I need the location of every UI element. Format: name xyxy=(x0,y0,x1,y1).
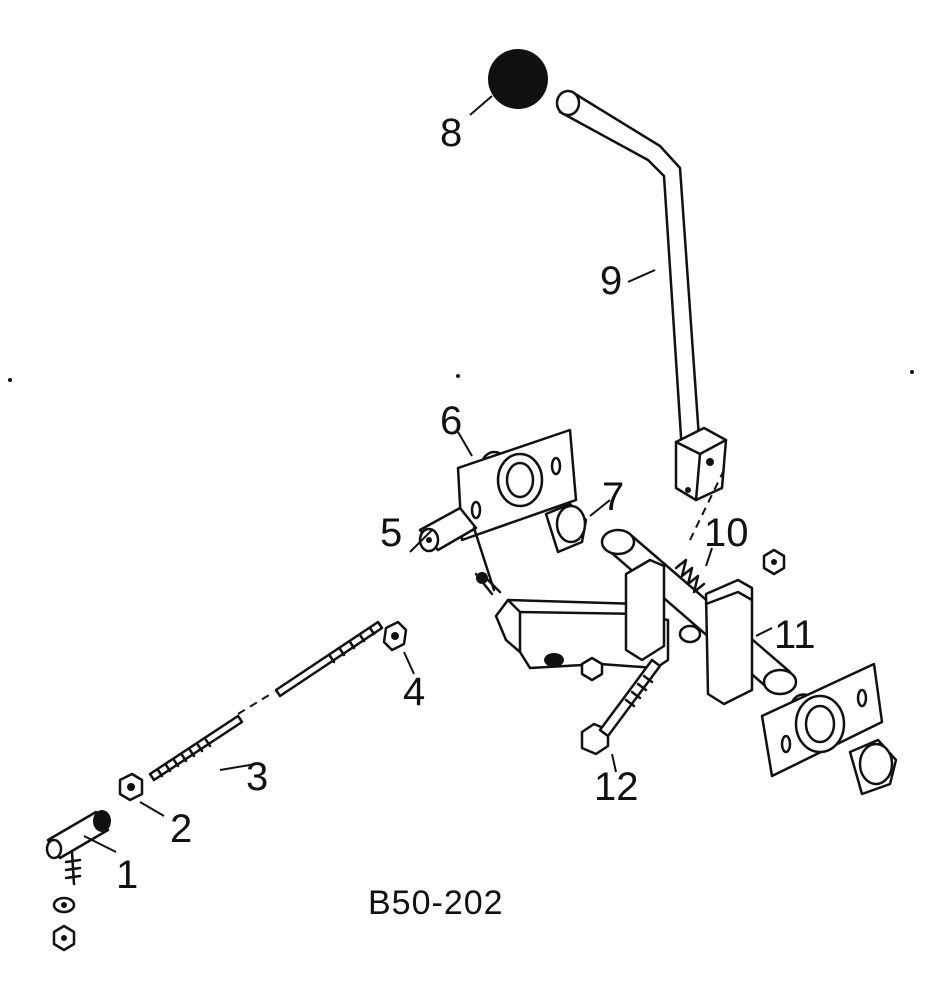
part-1-ball-joint xyxy=(45,810,111,952)
part-8-knob xyxy=(488,49,548,109)
label-part-2: 2 xyxy=(170,807,192,851)
label-part-3: 3 xyxy=(246,755,268,799)
part-7-bushing xyxy=(544,502,588,554)
label-part-5: 5 xyxy=(380,511,402,555)
part-12-bolt xyxy=(580,658,662,756)
part-9-lever xyxy=(555,89,728,502)
label-part-4: 4 xyxy=(403,670,425,714)
label-part-10: 10 xyxy=(704,511,749,555)
diagram-reference-code: B50-202 xyxy=(368,884,504,922)
part-11-bracket-assembly xyxy=(494,528,798,706)
lower-mounting-plate xyxy=(760,662,884,778)
lower-bushing xyxy=(848,738,898,796)
label-part-11: 11 xyxy=(774,613,816,657)
label-part-8: 8 xyxy=(440,111,462,155)
label-part-9: 9 xyxy=(600,259,622,303)
label-part-7: 7 xyxy=(602,475,624,519)
part-3-threaded-rod xyxy=(148,620,384,782)
label-part-6: 6 xyxy=(440,399,462,443)
label-part-12: 12 xyxy=(594,765,639,809)
part-4-nut xyxy=(382,620,408,652)
part-10-spring xyxy=(674,558,706,594)
label-part-1: 1 xyxy=(116,853,138,897)
part-5-coupling xyxy=(418,506,502,596)
part-2-nut xyxy=(118,772,144,802)
